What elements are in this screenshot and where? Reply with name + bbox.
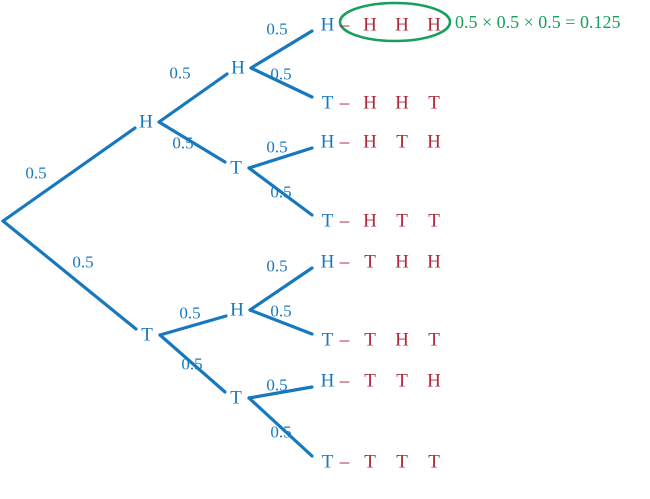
outcome-sequence-letter-3: T (428, 329, 440, 351)
branch-level2-3 (158, 333, 227, 394)
node-level2-h-2: H (230, 299, 244, 321)
branch-probability: 0.5 (266, 375, 288, 395)
highlight-ellipse (338, 1, 452, 43)
branch-probability: 0.5 (179, 303, 201, 323)
outcome-sequence-letter-1: T (364, 251, 376, 273)
outcome-sequence-letter-3: T (428, 451, 440, 473)
outcome-node-letter: H (320, 14, 335, 36)
branch-root-h (1, 126, 137, 223)
outcome-node-letter: H (320, 131, 335, 153)
outcome-sequence-letter-2: T (396, 210, 408, 232)
branch-probability: 0.5 (270, 422, 292, 442)
node-level2-t-1: T (230, 157, 242, 179)
outcome-sequence-letter-1: T (364, 329, 376, 351)
outcome-dash: – (339, 251, 350, 273)
branch-leaf-2 (247, 146, 314, 170)
branch-probability: 0.5 (266, 19, 288, 39)
outcome-sequence-letter-1: H (363, 14, 377, 36)
outcome-sequence-letter-1: T (364, 451, 376, 473)
branch-probability: 0.5 (25, 163, 47, 183)
outcome-sequence-letter-2: T (396, 370, 408, 392)
branch-root-t (1, 219, 138, 331)
branch-probability: 0.5 (172, 133, 194, 153)
node-level1-h: H (139, 111, 153, 133)
outcome-node-letter: T (321, 92, 334, 114)
branch-level2-2 (158, 314, 228, 337)
branch-level2-1 (157, 120, 227, 164)
branch-leaf-5 (248, 308, 314, 336)
outcome-dash: – (339, 210, 350, 232)
outcome-sequence-letter-2: H (395, 14, 409, 36)
outcome-node-letter: T (321, 451, 334, 473)
outcome-node-letter: H (320, 370, 335, 392)
outcome-sequence-letter-1: H (363, 92, 377, 114)
branch-level2-0 (157, 72, 229, 124)
branch-probability: 0.5 (270, 301, 292, 321)
outcome-node-letter: H (320, 251, 335, 273)
outcome-sequence-letter-1: H (363, 131, 377, 153)
branch-probability: 0.5 (270, 182, 292, 202)
branch-probability: 0.5 (266, 137, 288, 157)
outcome-dash: – (339, 14, 350, 36)
outcome-sequence-letter-3: H (427, 251, 441, 273)
outcome-sequence-letter-2: H (395, 329, 409, 351)
outcome-dash: – (339, 451, 350, 473)
node-level2-h-0: H (231, 57, 245, 79)
outcome-sequence-letter-3: H (427, 14, 441, 36)
outcome-dash: – (339, 92, 350, 114)
outcome-sequence-letter-3: T (428, 210, 440, 232)
branch-leaf-3 (247, 166, 314, 217)
outcome-sequence-letter-3: T (428, 92, 440, 114)
highlight-equation: 0.5 × 0.5 × 0.5 = 0.125 (455, 12, 621, 32)
branch-leaf-6 (247, 385, 314, 400)
outcome-sequence-letter-2: H (395, 251, 409, 273)
branch-leaf-1 (249, 66, 314, 99)
outcome-sequence-letter-1: H (363, 210, 377, 232)
branch-probability: 0.5 (72, 252, 94, 272)
branch-leaf-4 (248, 266, 314, 312)
outcome-dash: – (339, 131, 350, 153)
outcome-sequence-letter-2: T (396, 131, 408, 153)
outcome-sequence-letter-2: T (396, 451, 408, 473)
outcome-sequence-letter-3: H (427, 131, 441, 153)
outcome-dash: – (339, 329, 350, 351)
outcome-sequence-letter-1: T (364, 370, 376, 392)
outcome-sequence-letter-3: H (427, 370, 441, 392)
outcome-node-letter: T (321, 210, 334, 232)
node-level2-t-3: T (230, 387, 242, 409)
branch-leaf-7 (247, 396, 314, 458)
node-level1-t: T (141, 324, 153, 346)
outcome-dash: – (339, 370, 350, 392)
outcome-sequence-letter-2: H (395, 92, 409, 114)
branch-probability: 0.5 (169, 63, 191, 83)
branch-probability: 0.5 (270, 64, 292, 84)
branch-leaf-0 (249, 29, 314, 70)
branch-probability: 0.5 (266, 256, 288, 276)
outcome-node-letter: T (321, 329, 334, 351)
branch-probability: 0.5 (181, 354, 203, 374)
